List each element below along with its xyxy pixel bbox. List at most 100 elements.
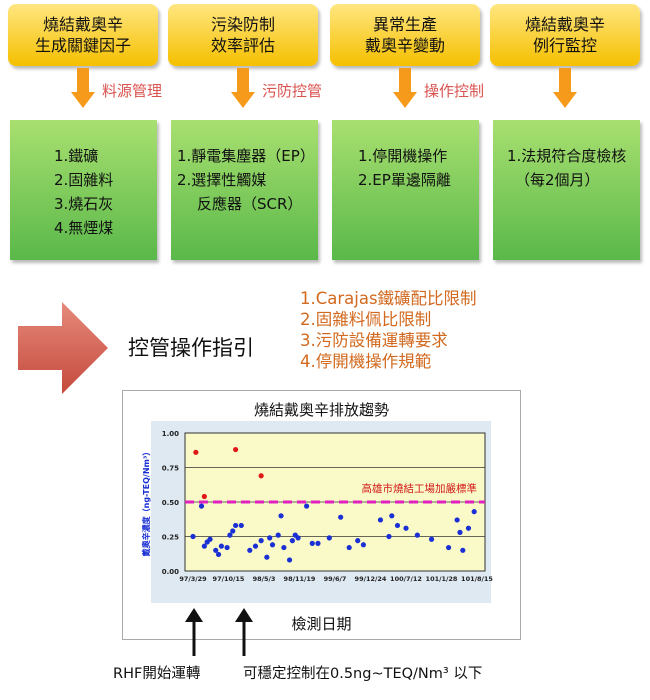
blue-data-point [471,509,477,515]
blue-data-point [286,557,293,563]
material-list-box: 1.鐵礦 2.固雜料 3.燒石灰 4.無煙煤 [10,120,157,260]
x-tick-label: 97/3/29 [179,575,207,583]
blue-data-point [278,513,284,519]
blue-data-point [457,529,463,535]
blue-data-point [454,517,460,523]
guide-item: 2.固雜料佩比限制 [300,310,432,329]
x-tick-label: 97/10/15 [213,575,245,583]
material-item: 4.無煙煤 [54,219,114,237]
arrow-label-pollution: 污防控管 [262,82,323,100]
blue-data-point [446,544,452,551]
factor-box-line1: 燒結戴奧辛 [42,15,123,34]
material-item: 3.燒石灰 [54,195,114,213]
x-tick-label: 100/7/12 [390,575,422,583]
blue-data-point [275,532,281,538]
x-tick-label: 99/12/24 [355,575,387,583]
blue-data-point [386,533,392,540]
blue-data-point [218,543,224,549]
blue-data-point [224,544,230,551]
blue-data-point [230,528,236,534]
y-tick-label: 0.50 [162,499,179,507]
blue-data-point [338,514,344,520]
x-tick-label: 98/5/3 [253,575,276,583]
monitor-box: 燒結戴奧辛 例行監控 [490,4,640,66]
y-tick-label: 0.25 [162,534,179,542]
blue-data-point [389,513,395,519]
emission-chart: 0.000.250.500.751.00戴奧辛濃度（ng-TEQ/Nm³）97/… [141,421,493,603]
blue-data-point [309,540,315,546]
pollution-item: 2.選擇性觸媒 [177,171,267,189]
blue-data-point [394,522,401,529]
monitor-box-line1: 燒結戴奧辛 [524,15,605,34]
guide-list: 1.Carajas鐵礦配比限制 2.固雜料佩比限制 3.污防設備運轉要求 4.停… [300,288,477,372]
blue-data-point [414,532,420,538]
right-arrow-icon [18,302,108,394]
monitor-box-line2: 例行監控 [532,36,597,55]
x-tick-label: 101/1/28 [426,575,458,583]
blue-data-point [428,536,435,542]
blue-data-point [267,535,273,541]
monitor-list-box: 1.法規符合度檢核 （每2個月） [493,120,640,260]
factor-box: 燒結戴奧辛 生成關鍵因子 [8,4,158,66]
blue-data-point [198,503,205,509]
efficiency-box: 污染防制 效率評估 [168,4,318,66]
chart-xlabel: 檢測日期 [291,615,352,633]
operation-item: 2.EP單邊隔離 [358,171,451,189]
pollution-item: 反應器（SCR） [197,195,303,213]
pollution-list-box: 1.靜電集塵器（EP） 2.選擇性觸媒 反應器（SCR） [171,120,318,260]
blue-data-point [465,525,472,531]
blue-data-point [264,554,270,560]
limit-label: 高雄市燒結工場加嚴標準 [362,482,478,495]
rhf-start-label: RHF開始運轉 [113,666,201,682]
blue-data-point [213,547,219,553]
down-arrow-icon [231,68,255,108]
blue-data-point [295,535,301,541]
up-arrow-icon [185,608,203,656]
down-arrow-icon [393,68,417,108]
blue-data-point [252,543,259,549]
y-axis-label: 戴奧辛濃度（ng-TEQ/Nm³） [141,448,151,557]
blue-data-point [377,517,384,523]
stable-control-label: 可穩定控制在0.5ng~TEQ/Nm³ 以下 [243,666,483,682]
blue-data-point [238,522,244,529]
factor-box-line2: 生成關鍵因子 [34,36,131,55]
down-arrow-icon [553,68,577,108]
blue-data-point [360,542,366,548]
arrow-label-material: 料源管理 [102,82,163,100]
y-tick-label: 0.00 [162,568,179,576]
red-data-point [201,493,207,500]
monitor-item: 1.法規符合度檢核 [507,147,627,165]
abnormal-box-line2: 戴奧辛變動 [364,36,445,55]
blue-data-point [215,551,222,558]
blue-data-point [207,536,213,542]
y-tick-label: 0.75 [162,465,179,473]
pollution-item: 1.靜電集塵器（EP） [177,147,315,165]
blue-data-point [190,533,196,540]
material-item: 1.鐵礦 [54,147,99,165]
efficiency-box-line1: 污染防制 [210,15,275,34]
blue-data-point [315,540,321,546]
blue-data-point [326,535,332,541]
x-tick-label: 98/11/19 [284,575,316,583]
monitor-item: （每2個月） [515,171,600,189]
blue-data-point [227,532,233,538]
operation-list-box: 1.停開機操作 2.EP單邊隔離 [332,120,479,260]
efficiency-box-line2: 效率評估 [210,36,275,55]
blue-data-point [460,547,466,553]
blue-data-point [304,503,310,509]
up-arrow-icon [235,608,253,656]
blue-data-point [269,542,276,548]
x-tick-label: 99/6/7 [324,575,347,583]
blue-data-point [346,544,352,551]
guide-item: 1.Carajas鐵礦配比限制 [300,289,477,308]
x-tick-label: 101/8/15 [461,575,493,583]
abnormal-box-line1: 異常生產 [372,15,437,34]
chart-title: 燒結戴奧辛排放趨勢 [253,401,389,419]
blue-data-point [258,538,264,544]
blue-data-point [247,547,253,553]
material-item: 2.固雜料 [54,171,114,189]
blue-data-point [403,525,409,531]
blue-data-point [281,544,287,551]
blue-data-point [289,538,295,544]
